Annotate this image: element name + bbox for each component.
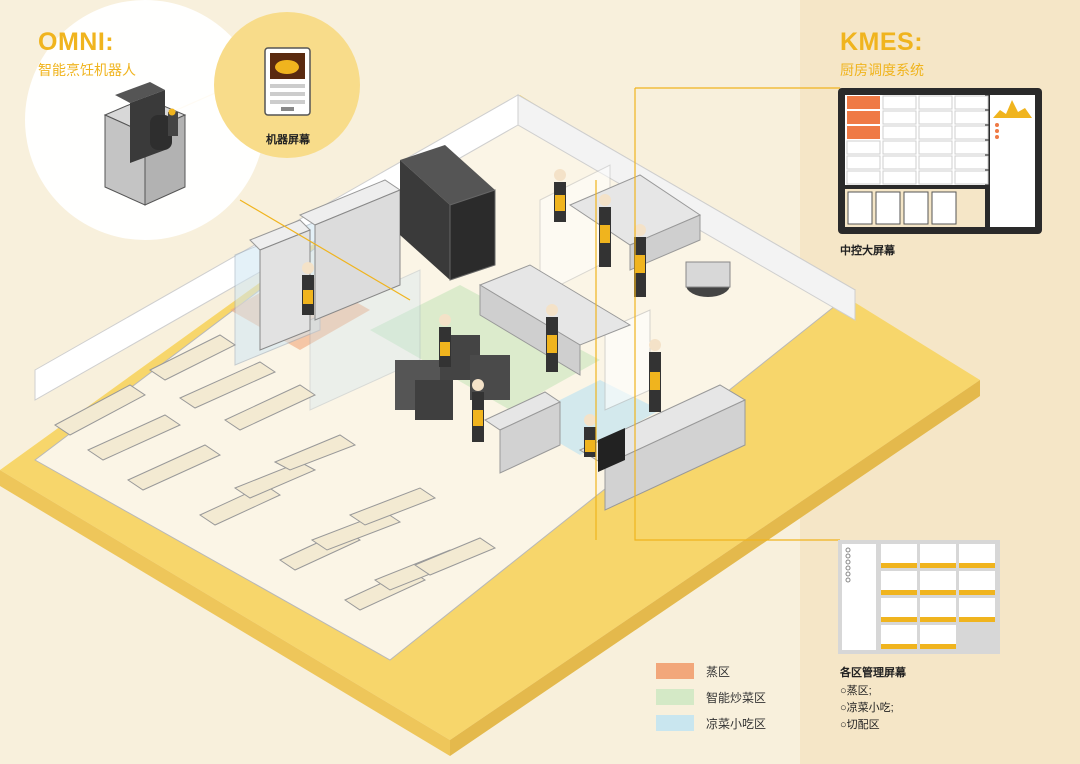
- legend-swatch: [656, 689, 694, 705]
- black-fridge-top: [400, 145, 495, 205]
- zone-list-item: ○切配区: [840, 719, 880, 731]
- kmes-subtitle: 厨房调度系统: [840, 62, 924, 78]
- omni-robot-icon: [103, 82, 187, 206]
- zone-list-item: ○凉菜小吃;: [840, 702, 894, 714]
- black-fridge-side: [400, 160, 450, 280]
- kmes-title: KMES:: [840, 28, 924, 56]
- zone-screen-list: ○蒸区; ○凉菜小吃; ○切配区: [840, 683, 894, 734]
- dining-area: [54, 334, 497, 611]
- legend-item-cold-dish: 凉菜小吃区: [656, 714, 766, 732]
- legend-swatch: [656, 715, 694, 731]
- legend-label: 凉菜小吃区: [706, 716, 767, 731]
- legend-label: 蒸区: [706, 664, 731, 679]
- zone-list-item: ○蒸区;: [840, 685, 872, 697]
- omni-subtitle: 智能烹饪机器人: [38, 62, 136, 78]
- wok-robot-4: [415, 380, 453, 420]
- steamer-front: [259, 229, 311, 351]
- central-screen-label: 中控大屏幕: [840, 245, 895, 257]
- counter-back-front: [629, 214, 701, 271]
- wok-zone-floor: [370, 285, 600, 410]
- legend-swatch: [656, 663, 694, 679]
- zone-screen-label: 各区管理屏幕: [840, 667, 906, 679]
- legend-item-steam: 蒸区: [656, 662, 730, 680]
- trash-bin-body: [685, 261, 731, 288]
- floor-edge-left: [0, 470, 450, 756]
- prep-counter-side: [499, 401, 561, 474]
- black-fridge-front: [449, 189, 496, 281]
- floor-edge-right: [450, 380, 980, 756]
- fridge-front: [314, 189, 401, 321]
- zone-monitor: [598, 428, 625, 472]
- robot-screen-icon: [264, 47, 311, 116]
- central-big-screen: [838, 88, 1042, 234]
- robot-screen-label: 机器屏幕: [266, 134, 310, 146]
- legend-label: 智能炒菜区: [706, 690, 767, 705]
- legend-item-wok: 智能炒菜区: [656, 688, 766, 706]
- chef-aprons: [303, 195, 660, 452]
- omni-title: OMNI:: [38, 28, 115, 56]
- counter-front-side: [604, 399, 746, 511]
- zone-management-screen: [838, 540, 1000, 654]
